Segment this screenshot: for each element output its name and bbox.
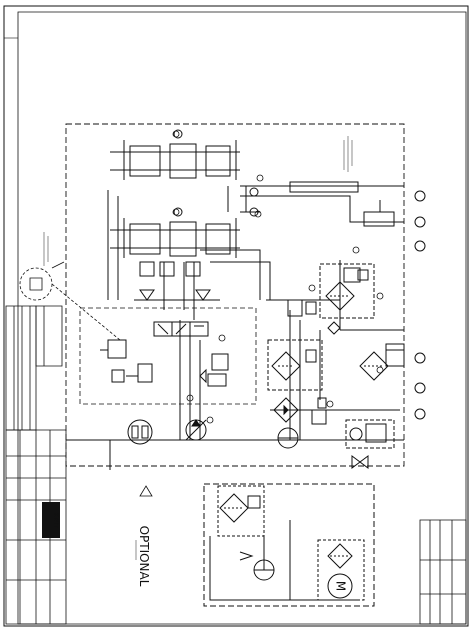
optional-cooling-circuit xyxy=(204,484,374,606)
optional-sensor-detail xyxy=(20,262,120,340)
intensifier-lower xyxy=(110,208,240,258)
relief-valve-left xyxy=(100,340,152,382)
check-valves xyxy=(134,262,220,300)
rotated-note-text xyxy=(44,136,352,560)
pressure-switch xyxy=(288,300,340,334)
revision-table xyxy=(6,306,62,430)
callout-balloons xyxy=(173,131,383,423)
kmt-logo: KMT xyxy=(42,502,60,538)
optional-label: OPTIONAL xyxy=(137,526,151,587)
drive-coupling xyxy=(128,420,152,444)
booster-filter xyxy=(320,264,374,318)
port-symbols xyxy=(415,191,425,419)
revision-history-grid xyxy=(420,520,466,624)
cooling-water-filter xyxy=(360,344,404,380)
company-logo-text: KMT xyxy=(52,511,60,528)
hydraulic-supply-lines xyxy=(66,190,404,470)
heat-exchanger xyxy=(274,398,298,422)
return-filter xyxy=(268,340,322,390)
relief-valve-right xyxy=(200,354,228,386)
motor-label: M xyxy=(334,581,348,591)
high-pressure-lines xyxy=(228,182,404,226)
sheet-border xyxy=(4,6,468,626)
title-block xyxy=(6,430,66,624)
directional-control-valve xyxy=(154,322,208,336)
valve-manifold-boundary xyxy=(80,308,256,404)
main-circuit-boundary xyxy=(66,124,404,466)
cooling-solenoid-valve xyxy=(312,398,394,468)
intensifier-upper xyxy=(110,130,240,180)
inner-border xyxy=(18,12,466,624)
main-pump xyxy=(186,420,206,440)
reservoir xyxy=(278,428,298,448)
optional-section: OPTIONAL xyxy=(137,486,152,587)
